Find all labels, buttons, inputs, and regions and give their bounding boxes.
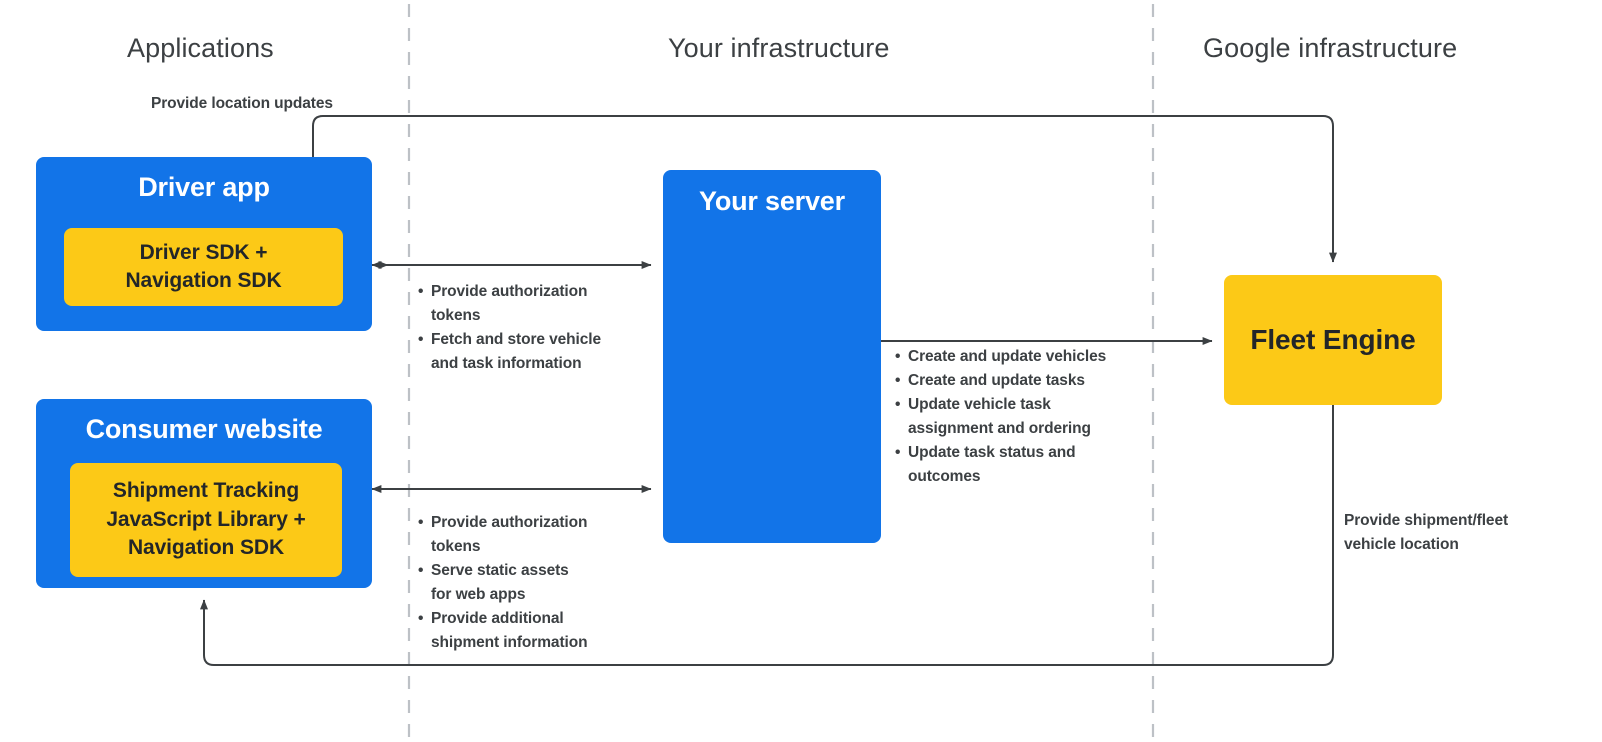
column-heading-google-infrastructure: Google infrastructure bbox=[1203, 33, 1458, 63]
bullet-list-driver-server: Provide authorization tokens Fetch and s… bbox=[418, 280, 658, 376]
node-driver-sdk[interactable]: Driver SDK + Navigation SDK bbox=[64, 228, 343, 306]
node-shipment-tracking-label: Shipment Tracking JavaScript Library + N… bbox=[70, 477, 342, 562]
bullet-line: Fetch and store vehicle bbox=[431, 331, 601, 349]
node-fleet-engine-title: Fleet Engine bbox=[1250, 324, 1416, 356]
node-your-server[interactable]: Your server bbox=[663, 170, 881, 543]
bullet-line: Serve static assets bbox=[431, 562, 569, 580]
node-driver-app-title: Driver app bbox=[138, 172, 270, 202]
connector-label-consumer-website-your-server: Provide authorization tokens Serve stati… bbox=[418, 511, 658, 655]
bullet-item: Serve static assets for web apps bbox=[418, 559, 658, 607]
bullet-item: Update task status and outcomes bbox=[895, 441, 1170, 489]
node-driver-sdk-label: Driver SDK + Navigation SDK bbox=[64, 239, 343, 296]
connector-label-provide-location-updates: Provide location updates bbox=[151, 95, 333, 112]
connector-label-line1: Provide shipment/fleet bbox=[1344, 512, 1509, 529]
node-shipment-tracking-library[interactable]: Shipment Tracking JavaScript Library + N… bbox=[70, 463, 342, 577]
node-shipment-tracking-label-line1: Shipment Tracking bbox=[112, 479, 300, 503]
bullet-item: Fetch and store vehicle and task informa… bbox=[418, 328, 658, 376]
bullet-line: Update task status and bbox=[908, 444, 1076, 462]
bullet-line: Update vehicle task bbox=[908, 396, 1051, 414]
bullet-line: tokens bbox=[431, 538, 481, 556]
bullet-line: Provide authorization bbox=[431, 514, 588, 531]
bullet-list-server-fleet: Create and update vehicles Create and up… bbox=[895, 345, 1170, 489]
node-your-server-title: Your server bbox=[699, 186, 845, 216]
connector-label-driver-app-your-server: Provide authorization tokens Fetch and s… bbox=[418, 280, 658, 376]
bullet-item: Provide additional shipment information bbox=[418, 607, 658, 655]
bullet-item: Update vehicle task assignment and order… bbox=[895, 393, 1170, 441]
bullet-line: Provide additional bbox=[431, 610, 564, 628]
node-consumer-website-title: Consumer website bbox=[85, 414, 323, 444]
bullet-line: Create and update vehicles bbox=[908, 348, 1107, 365]
bullet-line: outcomes bbox=[908, 468, 981, 486]
node-driver-sdk-label-line2: Navigation SDK bbox=[125, 269, 282, 292]
connector-label-line2: vehicle location bbox=[1344, 536, 1459, 554]
bullet-line: and task information bbox=[431, 355, 582, 373]
bullet-list-consumer-server: Provide authorization tokens Serve stati… bbox=[418, 511, 658, 655]
bullet-line: Provide authorization bbox=[431, 283, 588, 300]
node-fleet-engine[interactable]: Fleet Engine bbox=[1224, 275, 1442, 405]
node-driver-sdk-label-line1: Driver SDK + bbox=[139, 240, 268, 264]
node-shipment-tracking-label-line3: Navigation SDK bbox=[127, 536, 285, 560]
bullet-item: Create and update tasks bbox=[895, 369, 1170, 393]
bullet-item: Provide authorization tokens bbox=[418, 511, 658, 559]
bullet-line: assignment and ordering bbox=[908, 420, 1091, 438]
bullet-line: shipment information bbox=[431, 634, 588, 652]
connector-label-your-server-fleet-engine: Create and update vehicles Create and up… bbox=[895, 345, 1170, 489]
bullet-item: Create and update vehicles bbox=[895, 345, 1170, 369]
column-heading-your-infrastructure: Your infrastructure bbox=[668, 33, 890, 63]
column-heading-applications: Applications bbox=[127, 33, 274, 63]
bullet-line: Create and update tasks bbox=[908, 372, 1085, 390]
node-shipment-tracking-label-line2: JavaScript Library + bbox=[106, 507, 306, 531]
connector-label-fleet-engine-consumer-website: Provide shipment/fleet vehicle location bbox=[1344, 509, 1574, 557]
bullet-item: Provide authorization tokens bbox=[418, 280, 658, 328]
bullet-line: for web apps bbox=[431, 586, 526, 604]
bullet-line: tokens bbox=[431, 307, 481, 325]
